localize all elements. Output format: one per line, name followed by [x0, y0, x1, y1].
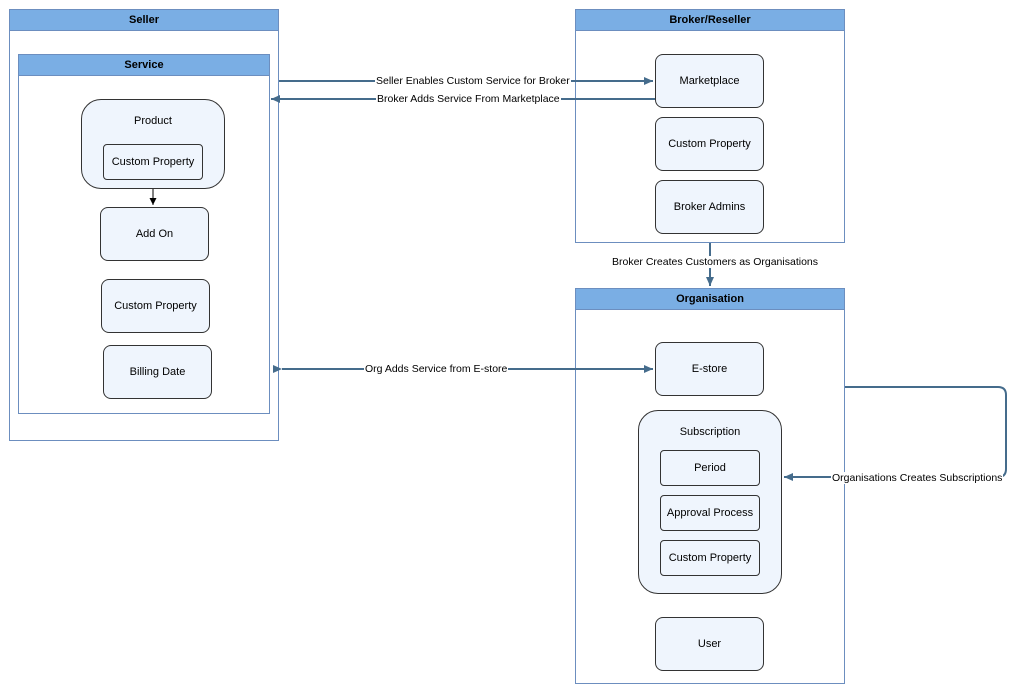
broker-custom-property-label: Custom Property [668, 138, 751, 150]
subscription-custom-property-node[interactable]: Custom Property [660, 540, 760, 576]
approval-process-label: Approval Process [666, 507, 754, 519]
period-node[interactable]: Period [660, 450, 760, 486]
approval-process-node[interactable]: Approval Process [660, 495, 760, 531]
seller-header: Seller [10, 10, 278, 31]
broker-admins-label: Broker Admins [673, 201, 746, 213]
organisation-header: Organisation [576, 289, 844, 310]
estore-label: E-store [691, 363, 728, 375]
service-custom-property-label: Custom Property [114, 300, 197, 312]
broker-admins-node[interactable]: Broker Admins [655, 180, 764, 234]
marketplace-node[interactable]: Marketplace [655, 54, 764, 108]
period-label: Period [694, 462, 726, 474]
broker-header: Broker/Reseller [576, 10, 844, 31]
edge-label-broker-adds: Broker Adds Service From Marketplace [376, 93, 561, 105]
product-label: Product [134, 115, 172, 127]
service-custom-property-node[interactable]: Custom Property [101, 279, 210, 333]
edge-label-broker-creates: Broker Creates Customers as Organisation… [611, 256, 819, 268]
billing-date-node[interactable]: Billing Date [103, 345, 212, 399]
add-on-label: Add On [135, 228, 174, 240]
edge-label-org-creates-subs: Organisations Creates Subscriptions [831, 472, 1004, 484]
user-node[interactable]: User [655, 617, 764, 671]
product-custom-property-label: Custom Property [111, 156, 195, 168]
subscription-label: Subscription [679, 426, 741, 438]
edge-label-seller-enables: Seller Enables Custom Service for Broker [375, 75, 571, 87]
estore-node[interactable]: E-store [655, 342, 764, 396]
product-custom-property-node[interactable]: Custom Property [103, 144, 203, 180]
marketplace-label: Marketplace [679, 75, 740, 87]
broker-custom-property-node[interactable]: Custom Property [655, 117, 764, 171]
service-header: Service [19, 55, 269, 76]
user-label: User [697, 638, 722, 650]
add-on-node[interactable]: Add On [100, 207, 209, 261]
edge-label-org-adds: Org Adds Service from E-store [364, 363, 509, 375]
billing-date-label: Billing Date [129, 366, 186, 378]
subscription-custom-property-label: Custom Property [668, 552, 752, 564]
